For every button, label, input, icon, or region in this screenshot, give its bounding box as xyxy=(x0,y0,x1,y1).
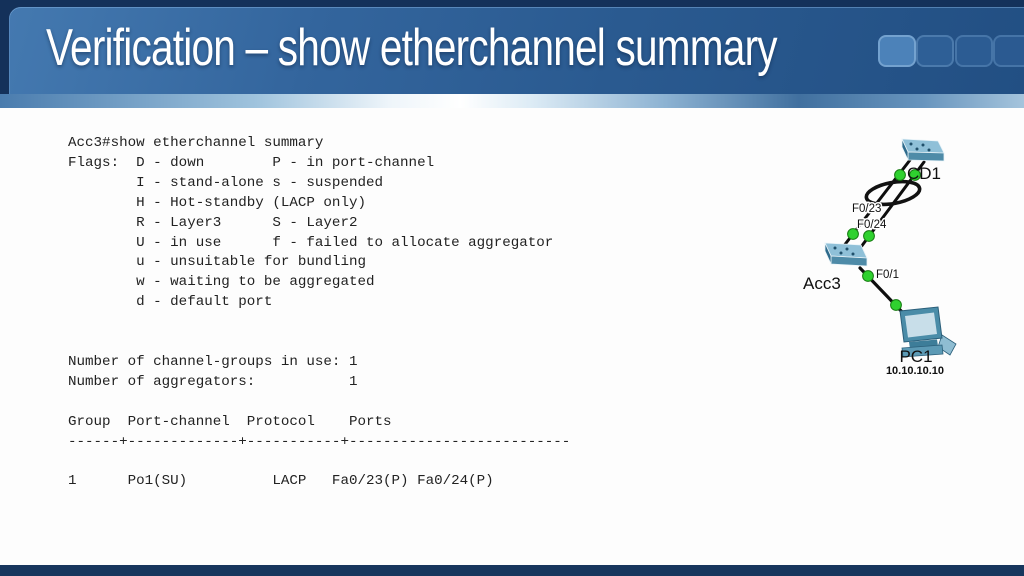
port-label-f0-1: F0/1 xyxy=(876,269,899,281)
accent-square-4 xyxy=(993,35,1024,67)
accent-square-2 xyxy=(916,35,954,67)
device-label-acc3: Acc3 xyxy=(803,274,841,293)
title-bar: Verification – show etherchannel summary xyxy=(0,0,1024,108)
switch-icon-acc3 xyxy=(824,242,868,267)
port-label-f0-24: F0/24 xyxy=(857,219,887,231)
network-topology-diagram: CD1 F0/23 F0/24 Acc3 F0/1 PC1 10.10.10.1… xyxy=(803,138,957,377)
pc-icon-pc1 xyxy=(899,306,957,358)
port-label-f0-23: F0/23 xyxy=(852,203,881,215)
switch-icon-cd1 xyxy=(901,138,945,162)
page-title: Verification – show etherchannel summary xyxy=(46,19,778,77)
terminal-output: Acc3#show etherchannel summary Flags: D … xyxy=(68,135,571,490)
accent-square-3 xyxy=(955,35,993,67)
device-label-pc1: PC1 xyxy=(899,347,932,366)
device-label-cd1: CD1 xyxy=(907,164,941,183)
channel-group-oval xyxy=(864,179,922,207)
title-panel xyxy=(9,7,1024,94)
link-status-dots xyxy=(847,169,921,311)
title-sheen-divider xyxy=(0,94,1024,108)
device-ip-pc1: 10.10.10.10 xyxy=(886,365,944,377)
footer-bar xyxy=(0,565,1024,576)
accent-square-1 xyxy=(878,35,916,67)
